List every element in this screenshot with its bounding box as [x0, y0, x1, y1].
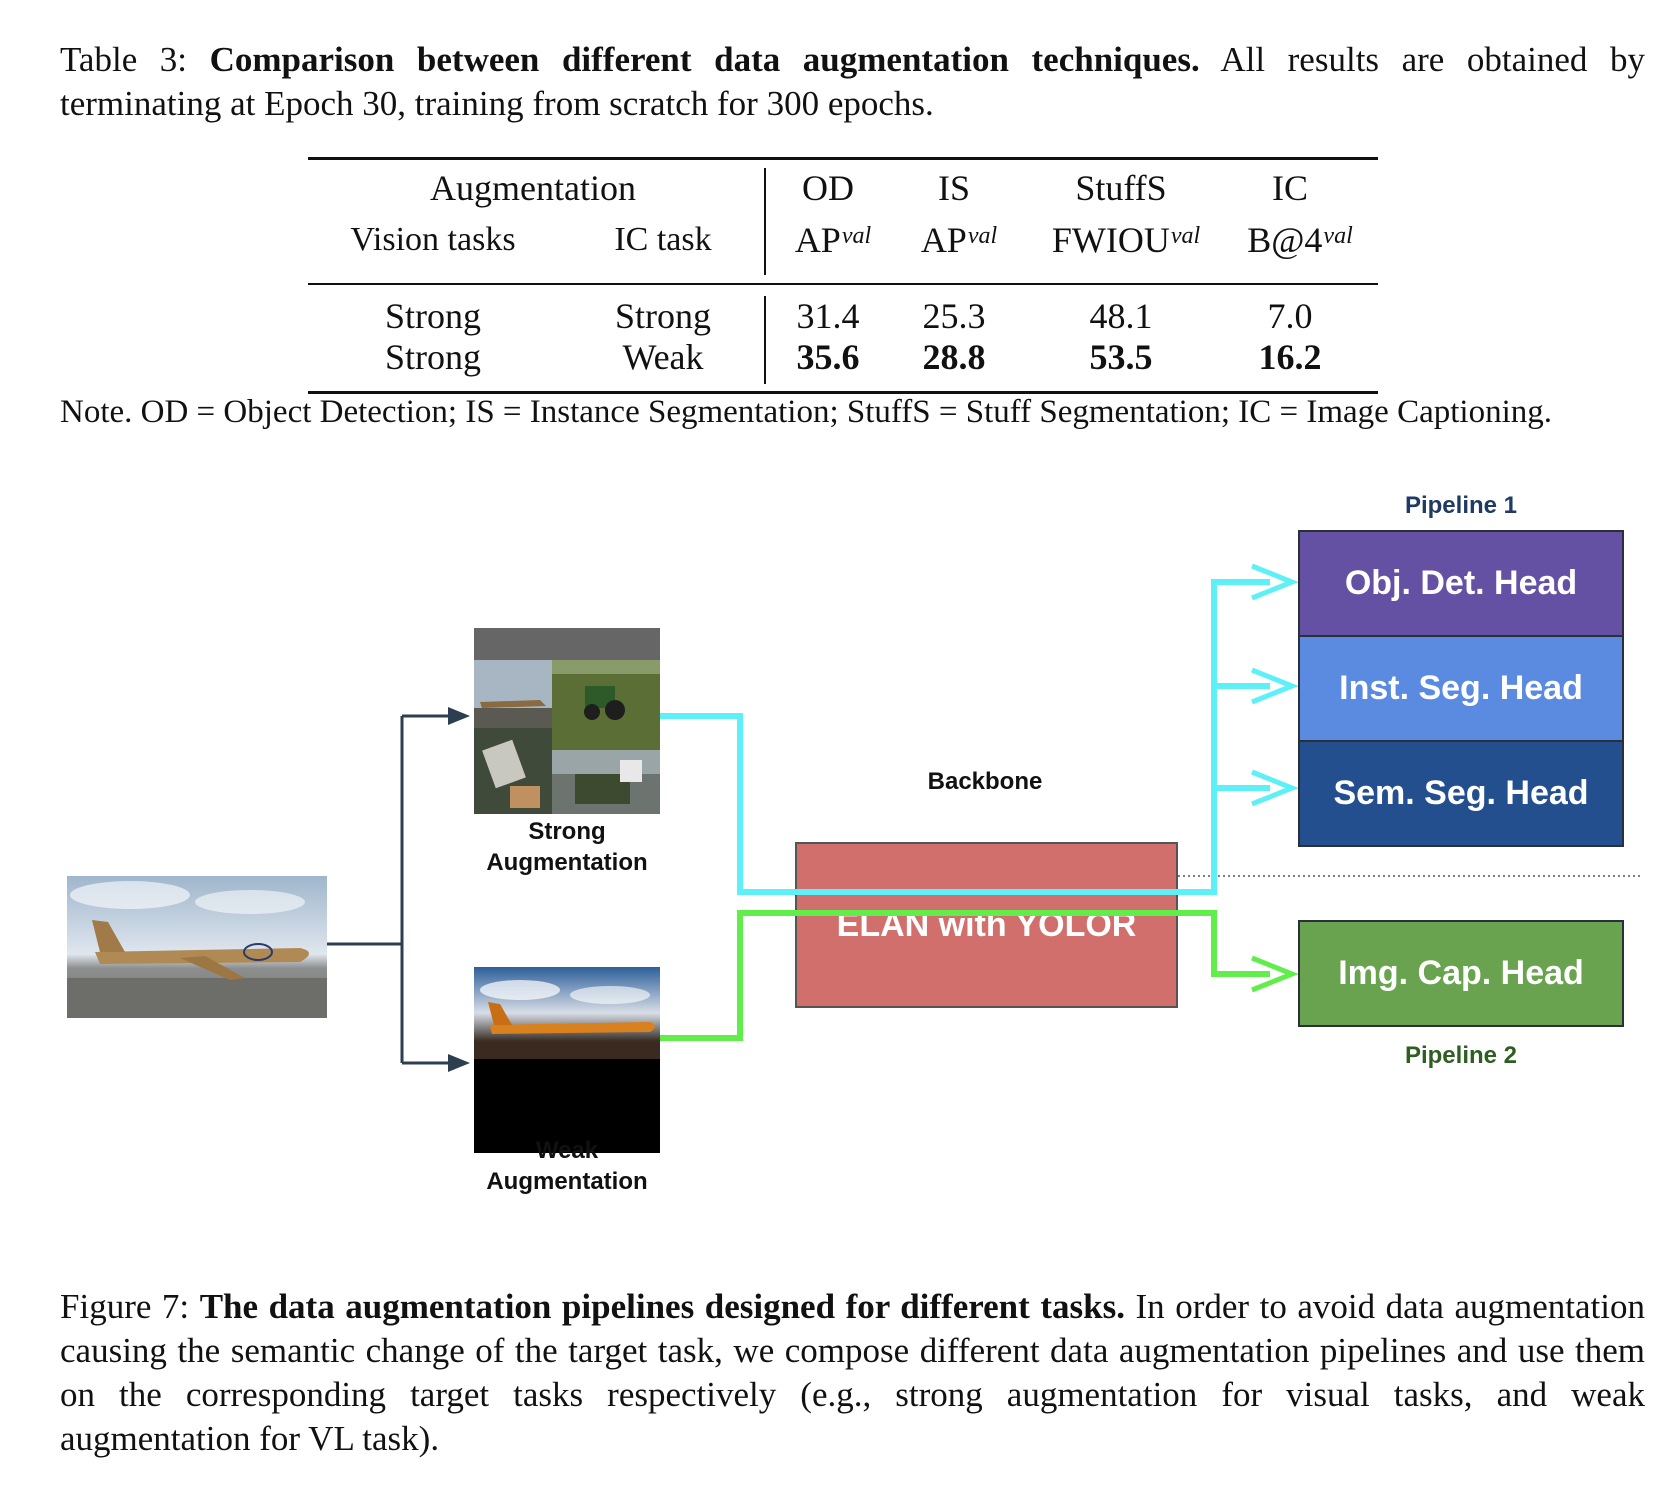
arrowhead-strong: [448, 707, 470, 725]
table-header-divider: [764, 168, 766, 275]
table-body-divider: [764, 296, 766, 384]
original-airplane-image: [67, 876, 327, 1018]
header-vision-tasks: Vision tasks: [350, 221, 516, 258]
weak-augmentation-label: Weak Augmentation: [486, 1137, 648, 1195]
pipeline-connections: [660, 563, 1299, 1041]
pipeline2-label: Pipeline 2: [1404, 1042, 1518, 1069]
pipeline1-label: Pipeline 1: [1404, 492, 1518, 519]
row1-stuffs: 48.1: [1089, 296, 1153, 336]
augmentation-pipeline-figure: Pipeline 1 Pipeline 2 Strong Augmentatio…: [0, 490, 1654, 1270]
header-is: IS: [937, 168, 970, 208]
metric-stuffs: FWIOUval: [1051, 220, 1201, 260]
row2-ic-score: 16.2: [1258, 337, 1322, 377]
arrowhead-weak: [448, 1054, 470, 1072]
backbone-label: Backbone: [927, 768, 1043, 795]
figure-caption-text: In order to avoid data augmentation caus…: [60, 1287, 1646, 1458]
figure-caption-title: The data augmentation pipelines designed…: [199, 1287, 1125, 1326]
header-ic: IC: [1272, 168, 1308, 208]
table-bottom-rule: [308, 391, 1378, 394]
row2-is: 28.8: [922, 337, 986, 377]
table-caption: Table 3: Comparison between different da…: [60, 38, 1645, 126]
metric-ic: B@4val: [1247, 220, 1353, 260]
weak-augmentation-image: [474, 967, 660, 1153]
inst-seg-head: Inst. Seg. Head: [1298, 635, 1624, 742]
table-caption-text: All results are obtained by terminating …: [60, 40, 1645, 123]
weak-arrowhead: [1251, 955, 1299, 993]
obj-det-head: Obj. Det. Head: [1298, 530, 1624, 637]
table-top-rule: [308, 157, 1378, 160]
row1-vision: Strong: [384, 296, 481, 336]
strong-arrowheads: [1251, 563, 1299, 807]
metric-od: APval: [794, 220, 872, 260]
strong-augmentation-label: Strong Augmentation: [486, 818, 648, 876]
table-caption-label: Table 3:: [60, 40, 188, 79]
row2-ic: Weak: [622, 337, 704, 377]
sem-seg-head: Sem. Seg. Head: [1298, 740, 1624, 847]
row1-ic: Strong: [614, 296, 711, 336]
figure-graphics: [67, 628, 1640, 1153]
row1-od: 31.4: [796, 296, 860, 336]
backbone-box: [795, 842, 1178, 1008]
strong-pipeline-line: [660, 579, 1270, 895]
metric-is: APval: [920, 220, 998, 260]
strong-augmentation-image: [474, 628, 660, 814]
table-note: Note. OD = Object Detection; IS = Instan…: [60, 394, 1552, 430]
row2-od: 35.6: [796, 337, 860, 377]
row1-is: 25.3: [922, 296, 986, 336]
header-augmentation: Augmentation: [430, 168, 636, 208]
header-od: OD: [802, 168, 854, 208]
weak-pipeline-line: [660, 910, 1270, 1041]
row2-vision: Strong: [384, 337, 481, 377]
row2-stuffs: 53.5: [1089, 337, 1153, 377]
figure-caption: Figure 7: The data augmentation pipeline…: [60, 1285, 1645, 1461]
header-ic-task: IC task: [614, 221, 712, 258]
img-cap-head: Img. Cap. Head: [1298, 920, 1624, 1027]
row1-ic-score: 7.0: [1267, 296, 1313, 336]
figure-caption-label: Figure 7:: [60, 1287, 190, 1326]
table-mid-rule: [308, 283, 1378, 285]
header-stuffs: StuffS: [1075, 168, 1167, 208]
table-caption-title: Comparison between different data augmen…: [209, 40, 1200, 79]
